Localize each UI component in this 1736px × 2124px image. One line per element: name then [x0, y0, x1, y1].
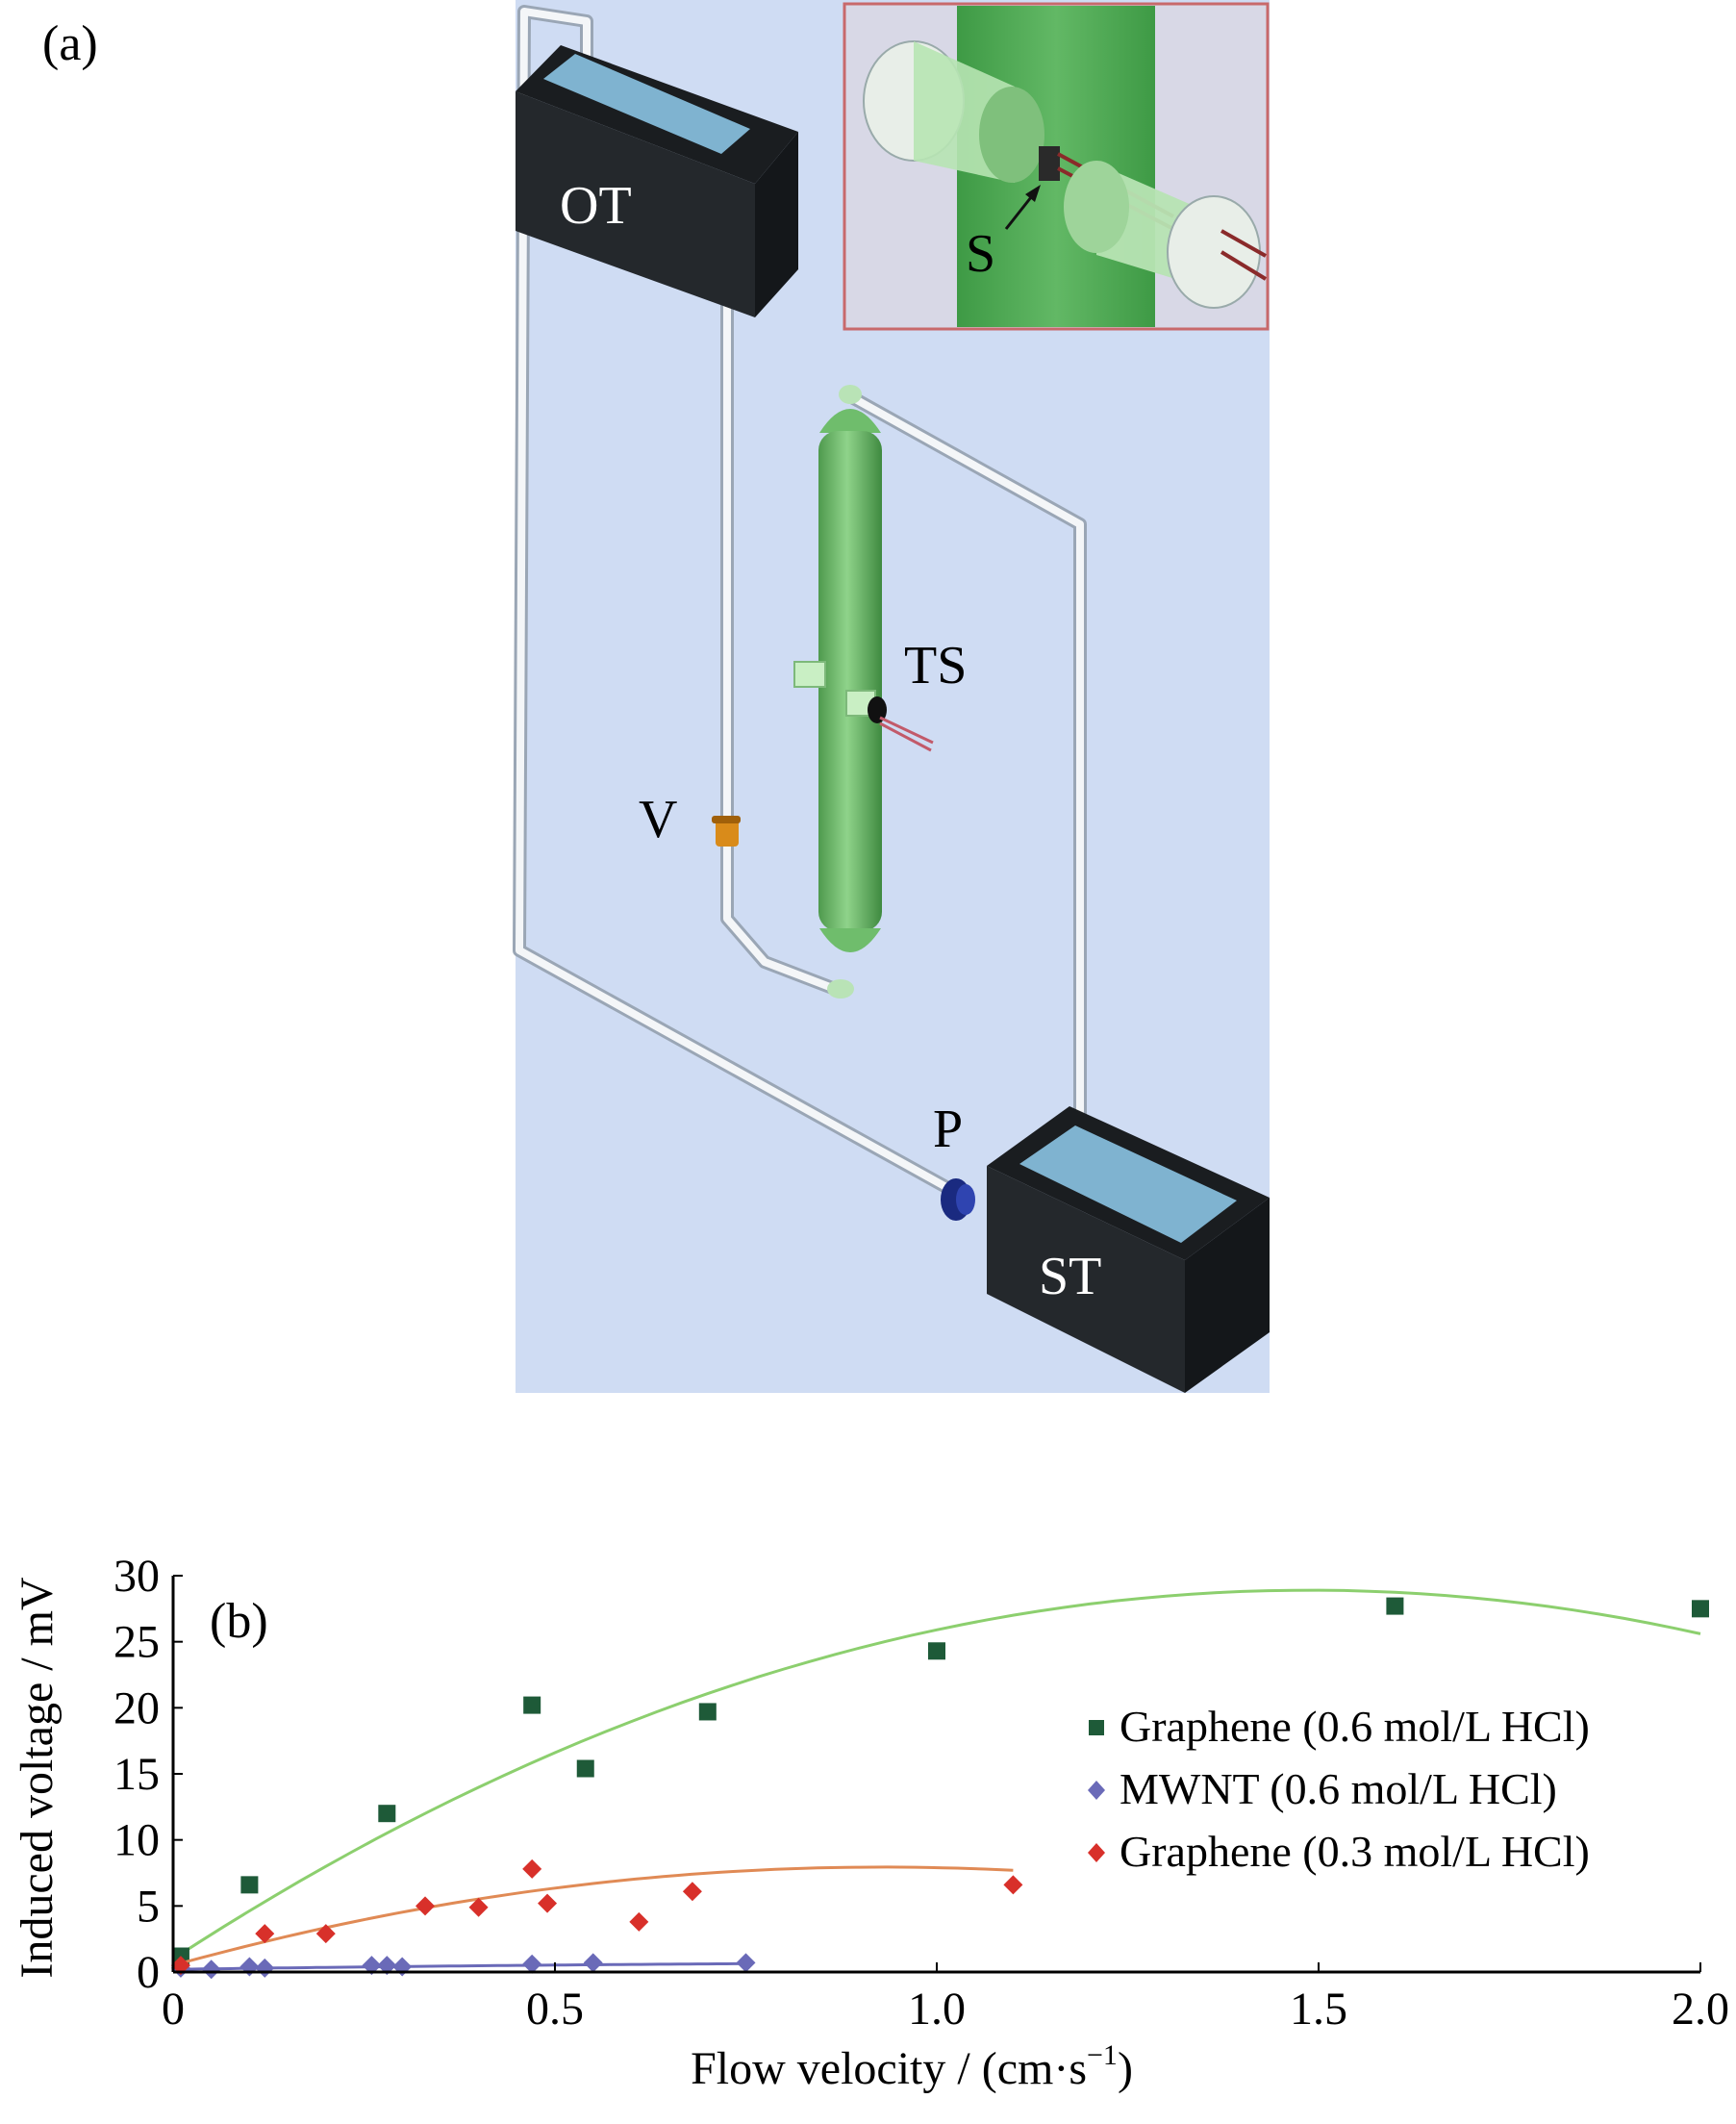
legend-label: Graphene (0.6 mol/L HCl) [1120, 1702, 1590, 1751]
y-tick-label: 10 [113, 1815, 160, 1866]
data-point-series-3 [682, 1882, 702, 1902]
supply-tank-label: ST [1039, 1247, 1101, 1306]
pump-label: P [933, 1100, 963, 1159]
fit-line-series-3 [172, 1865, 1014, 1967]
legend-marker [1088, 1781, 1105, 1800]
y-tick-label: 5 [137, 1881, 160, 1932]
data-point-series-1 [1386, 1597, 1404, 1615]
legend-label: MWNT (0.6 mol/L HCl) [1120, 1764, 1557, 1813]
pipes [513, 5, 1087, 1202]
data-point-series-2 [583, 1953, 603, 1973]
x-tick-label: 0.5 [526, 1984, 584, 2035]
data-point-series-2 [201, 1960, 221, 1980]
x-tick-label: 1.0 [908, 1984, 966, 2035]
data-point-series-3 [315, 1924, 336, 1944]
x-tick-label: 2.0 [1672, 1984, 1729, 2035]
fit-line-series-1 [172, 1588, 1701, 1960]
data-point-series-2 [522, 1954, 542, 1974]
legend-marker [1088, 1843, 1105, 1862]
data-point-series-1 [1692, 1600, 1709, 1618]
legend-label: Graphene (0.3 mol/L HCl) [1120, 1827, 1590, 1876]
data-point-series-2 [362, 1956, 382, 1976]
data-point-series-3 [522, 1858, 542, 1879]
panel-b: (b) 0 0.5 1.0 1.5 2.0 0 5 10 15 20 25 30 Induced v… [12, 1551, 1729, 2094]
data-point-series-1 [698, 1703, 717, 1721]
x-ticks: 0 0.5 1.0 1.5 2.0 [162, 1962, 1729, 2035]
data-point-series-1 [378, 1805, 396, 1823]
overflow-tank-label: OT [560, 176, 632, 236]
data-point-series-1 [523, 1696, 541, 1714]
y-tick-label: 20 [113, 1682, 160, 1733]
data-point-series-1 [240, 1876, 259, 1894]
data-point-series-2 [736, 1953, 756, 1973]
data-point-series-2 [392, 1957, 413, 1977]
y-ticks: 0 5 10 15 20 25 30 [113, 1551, 183, 1998]
sensor-label: S [966, 224, 995, 284]
panel-a: (a) OT [42, 0, 1270, 1393]
test-column: TS [793, 385, 967, 999]
x-tick-label: 1.5 [1290, 1984, 1347, 2035]
x-tick-label: 0 [162, 1984, 185, 2035]
y-tick-label: 30 [113, 1551, 160, 1602]
y-tick-label: 15 [113, 1749, 160, 1800]
valve: V [639, 790, 741, 849]
data-point-series-2 [377, 1956, 397, 1976]
legend-marker [1089, 1720, 1104, 1735]
overflow-tank: OT [516, 45, 798, 317]
pump: P [933, 1100, 975, 1221]
data-point-series-3 [255, 1924, 275, 1944]
data-point-series-1 [576, 1759, 594, 1778]
data-point-series-3 [468, 1897, 489, 1917]
data-point-series-1 [928, 1642, 945, 1660]
data-point-series-3 [1003, 1875, 1023, 1895]
sensor-inset: S [843, 2, 1270, 331]
y-tick-label: 0 [137, 1947, 160, 1998]
data-point-series-3 [538, 1893, 558, 1913]
legend: Graphene (0.6 mol/L HCl) MWNT (0.6 mol/L … [1088, 1702, 1590, 1876]
y-tick-label: 25 [113, 1617, 160, 1668]
supply-tank: ST [987, 1106, 1270, 1393]
valve-label: V [639, 790, 677, 849]
chart-panel-label: (b) [210, 1594, 268, 1649]
x-axis-title: Flow velocity / (cm·s−1) [691, 2039, 1133, 2094]
y-axis-title: Induced voltage / mV [12, 1577, 63, 1979]
data-point-series-2 [255, 1958, 275, 1978]
data-point-series-3 [629, 1911, 649, 1932]
panel-a-label: (a) [42, 16, 98, 71]
data-point-series-2 [239, 1957, 260, 1977]
data-point-series-3 [170, 1956, 190, 1976]
test-section-label: TS [904, 636, 967, 695]
data-point-series-3 [415, 1896, 436, 1916]
